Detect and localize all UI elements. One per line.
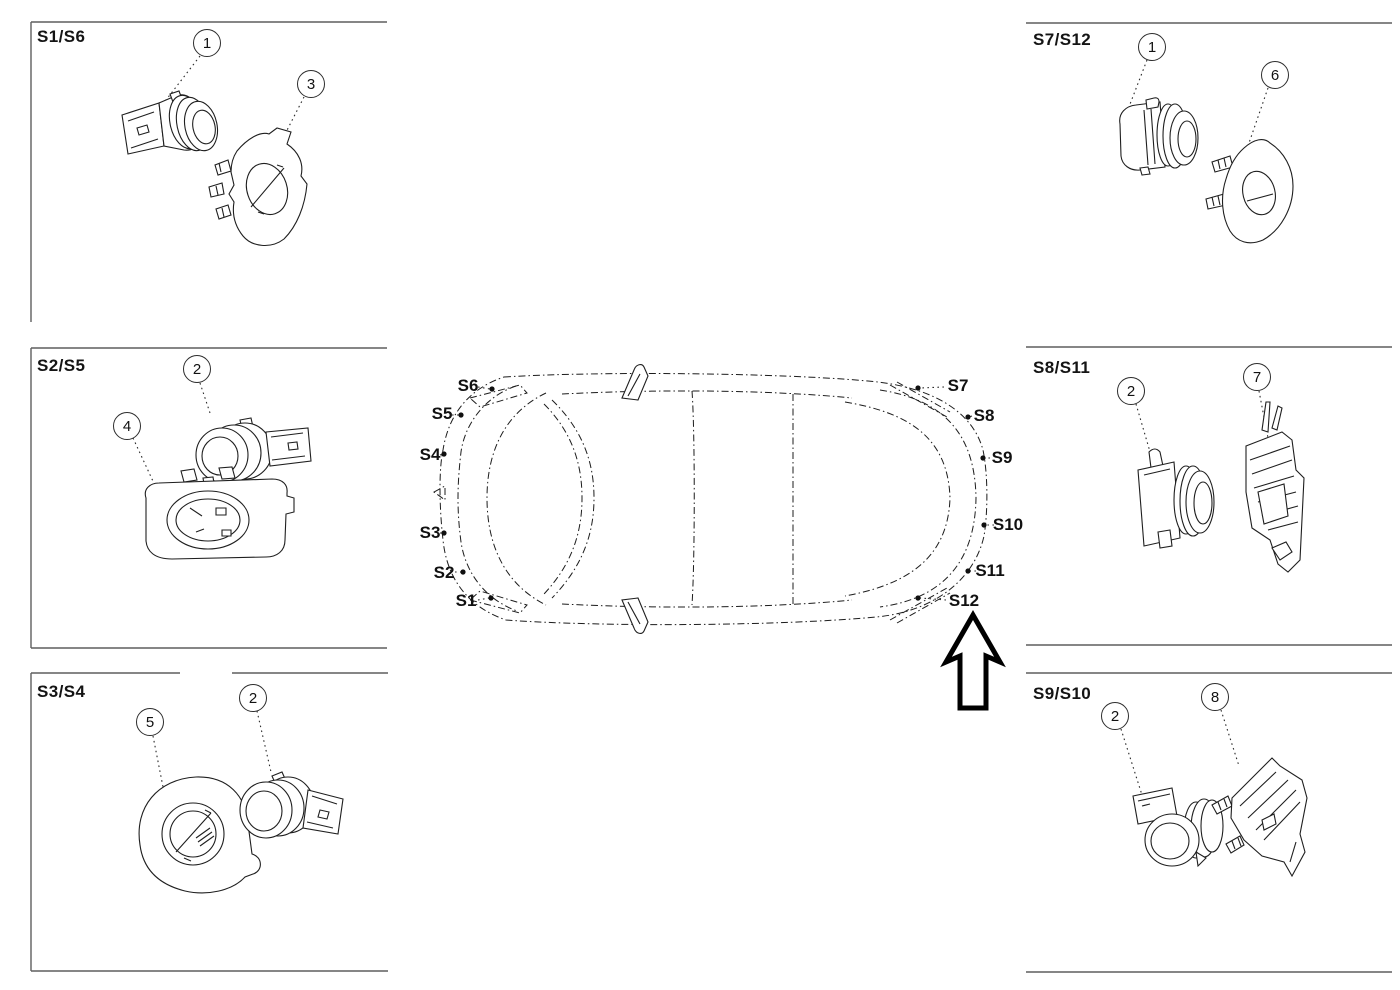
car-top-view	[433, 364, 994, 634]
sensor-illustration-s3-s4	[239, 771, 344, 839]
panel-title-s8-s11: S8/S11	[1033, 358, 1091, 377]
callout-number: 5	[145, 713, 155, 731]
sensor-dot-s4	[441, 451, 447, 457]
car-sensor-label-s9: S9	[991, 448, 1013, 467]
callout-part-6: 6	[1261, 61, 1289, 89]
callout-leader-lines	[132, 55, 1269, 796]
callout-number: 2	[248, 689, 258, 707]
panel-title-s3-s4: S3/S4	[37, 682, 86, 701]
bracket-illustration-s3-s4	[138, 776, 261, 894]
panel-title-s9-s10: S9/S10	[1033, 684, 1092, 703]
bracket-illustration-s9-s10	[1211, 757, 1308, 878]
car-sensor-label-s5: S5	[431, 404, 453, 423]
car-sensor-label-s6: S6	[457, 376, 479, 395]
sensor-dot-s5	[458, 412, 464, 418]
callout-part-3: 3	[297, 70, 325, 98]
callout-part-5: 5	[136, 708, 164, 736]
sensor-dot-s2	[460, 569, 466, 575]
sensor-dot-s6	[489, 386, 495, 392]
callout-part-1: 1	[193, 29, 221, 57]
callout-part-2: 2	[1117, 377, 1145, 405]
callout-number: 1	[1147, 38, 1157, 56]
direction-of-travel-arrow-icon	[940, 609, 1006, 711]
sensor-dot-s8	[965, 414, 971, 420]
callout-number: 2	[1110, 707, 1120, 725]
car-sensor-label-s10: S10	[992, 515, 1024, 534]
sensor-dot-s11	[965, 568, 971, 574]
sensor-dot-s10	[981, 522, 987, 528]
callout-part-2: 2	[183, 355, 211, 383]
sensor-illustration-s9-s10	[1132, 787, 1224, 868]
sensor-illustration-s2-s5	[195, 417, 312, 483]
callout-number: 1	[202, 34, 212, 52]
bracket-illustration-s1-s6	[208, 127, 308, 246]
callout-part-8: 8	[1201, 683, 1229, 711]
bracket-illustration-s8-s11	[1245, 401, 1305, 573]
sensor-dot-s3	[441, 530, 447, 536]
sensor-position-dots	[441, 385, 987, 601]
panel-title-s1-s6: S1/S6	[37, 27, 86, 46]
sensor-dot-s9	[980, 455, 986, 461]
callout-part-2: 2	[239, 684, 267, 712]
sensor-illustration-s8-s11	[1137, 448, 1215, 549]
sensor-dot-s12	[915, 595, 921, 601]
callout-number: 6	[1270, 66, 1280, 84]
car-sensor-label-s1: S1	[455, 591, 477, 610]
car-sensor-label-s7: S7	[947, 376, 969, 395]
callout-number: 2	[1126, 382, 1136, 400]
panel-title-s7-s12: S7/S12	[1033, 30, 1092, 49]
callout-part-2: 2	[1101, 702, 1129, 730]
panel-borders	[30, 21, 1392, 973]
car-sensor-label-s12: S12	[948, 591, 980, 610]
callout-number: 4	[122, 417, 132, 435]
sensor-dot-s7	[915, 385, 921, 391]
sensor-dot-s1	[488, 595, 494, 601]
car-sensor-label-s3: S3	[419, 523, 441, 542]
car-sensor-label-s11: S11	[975, 561, 1005, 580]
callout-number: 8	[1210, 688, 1220, 706]
callout-part-7: 7	[1243, 363, 1271, 391]
panel-title-s2-s5: S2/S5	[37, 356, 86, 375]
callout-number: 2	[192, 360, 202, 378]
sensor-illustration-s7-s12	[1119, 97, 1199, 176]
callout-number: 3	[306, 75, 316, 93]
callout-part-4: 4	[113, 412, 141, 440]
car-sensor-label-s2: S2	[433, 563, 455, 582]
bracket-illustration-s2-s5	[144, 466, 295, 560]
car-sensor-label-s4: S4	[419, 445, 441, 464]
callout-number: 7	[1252, 368, 1262, 386]
sensor-illustration-s1-s6	[121, 90, 219, 155]
bracket-illustration-s7-s12	[1205, 139, 1294, 244]
callout-part-1: 1	[1138, 33, 1166, 61]
car-sensor-label-s8: S8	[973, 406, 995, 425]
